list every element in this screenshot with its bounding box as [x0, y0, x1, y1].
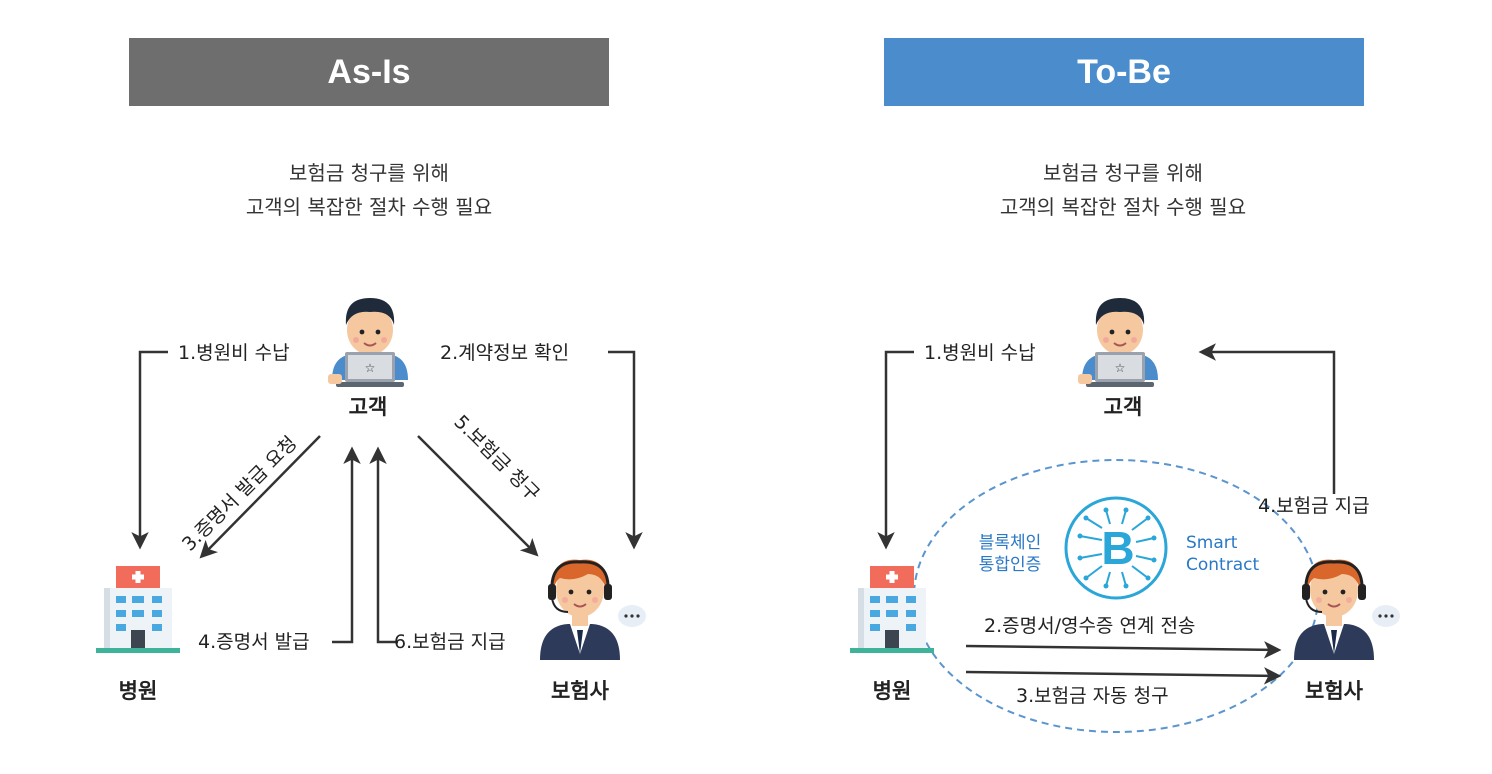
to-be-edge-3-arrow: [965, 667, 1282, 685]
to-be-subtitle-line1: 보험금 청구를 위해: [1043, 161, 1203, 185]
blockchain-label-line1: 블록체인: [979, 533, 1042, 553]
as-is-edge-5-arrow: [417, 435, 539, 557]
to-be-hospital-label: 병원: [873, 679, 912, 703]
smart-contract-line1: Smart: [1186, 533, 1238, 553]
as-is-edge-1-arrow: [131, 350, 168, 550]
to-be-insurer-label: 보험사: [1305, 679, 1364, 703]
smart-contract-line2: Contract: [1186, 555, 1259, 575]
to-be-header: To-Be: [884, 38, 1364, 106]
as-is-panel: As-Is 보험금 청구를 위해 고객의 복잡한 절차 수행 필요 고객 병원 …: [0, 38, 742, 703]
customer-laptop-icon: [1077, 297, 1159, 388]
to-be-customer-label: 고객: [1104, 395, 1143, 419]
as-is-hospital-label: 병원: [119, 679, 158, 703]
to-be-subtitle: 보험금 청구를 위해 고객의 복잡한 절차 수행 필요: [750, 156, 1492, 224]
as-is-edge-3-label: 3.증명서 발급 요청: [178, 432, 301, 555]
as-is-insurer-label: 보험사: [551, 679, 610, 703]
to-be-edge-4-arrow: [1198, 343, 1336, 494]
to-be-edge-2-label: 2.증명서/영수증 연계 전송: [984, 615, 1195, 637]
as-is-edge-1-label: 1.병원비 수납: [178, 342, 290, 364]
to-be-edge-2-arrow: [965, 641, 1282, 659]
to-be-panel: To-Be 보험금 청구를 위해 고객의 복잡한 절차 수행 필요 고객 병원 …: [746, 0, 1492, 774]
as-is-subtitle-line1: 보험금 청구를 위해: [289, 161, 449, 185]
as-is-edge-6-label: 6.보험금 지급: [394, 631, 506, 653]
as-is-subtitle-line2: 고객의 복잡한 절차 수행 필요: [245, 195, 493, 219]
as-is-edge-2-arrow: [608, 350, 643, 550]
as-is-edge-3-arrow: [199, 435, 321, 559]
customer-laptop-icon: [327, 297, 409, 388]
as-is-edge-5-label: 5.보험금 청구: [449, 411, 543, 505]
blockchain-bitcoin-icon: B: [1064, 496, 1168, 600]
insurer-agent-headset-icon: [538, 558, 648, 662]
as-is-edge-4-arrow: [332, 446, 361, 644]
as-is-diagram: 고객 병원 보험사 1.병원비 수납 2.계약정보 확인 3.증명서 발급 요청…: [96, 297, 648, 703]
to-be-subtitle-line2: 고객의 복잡한 절차 수행 필요: [999, 195, 1247, 219]
as-is-subtitle: 보험금 청구를 위해 고객의 복잡한 절차 수행 필요: [0, 156, 742, 224]
as-is-edge-6-arrow: [369, 446, 398, 644]
to-be-edge-1-arrow: [877, 350, 914, 550]
blockchain-label-line2: 통합인증: [979, 555, 1042, 575]
hospital-building-icon: [850, 566, 934, 653]
to-be-edge-1-label: 1.병원비 수납: [924, 342, 1036, 364]
as-is-customer-label: 고객: [349, 395, 388, 419]
insurer-agent-headset-icon: [1292, 558, 1402, 662]
svg-text:B: B: [1101, 522, 1134, 574]
hospital-building-icon: [96, 566, 180, 653]
to-be-edge-4-label: 4.보험금 지급: [1258, 495, 1370, 517]
to-be-diagram: 고객 병원 보험사 B 블록체인 통합인증 Smart Contract: [850, 297, 1402, 733]
as-is-header: As-Is: [129, 38, 609, 106]
as-is-edge-2-label: 2.계약정보 확인: [440, 342, 569, 364]
as-is-edge-4-label: 4.증명서 발급: [198, 631, 310, 653]
to-be-edge-3-label: 3.보험금 자동 청구: [1016, 685, 1169, 707]
